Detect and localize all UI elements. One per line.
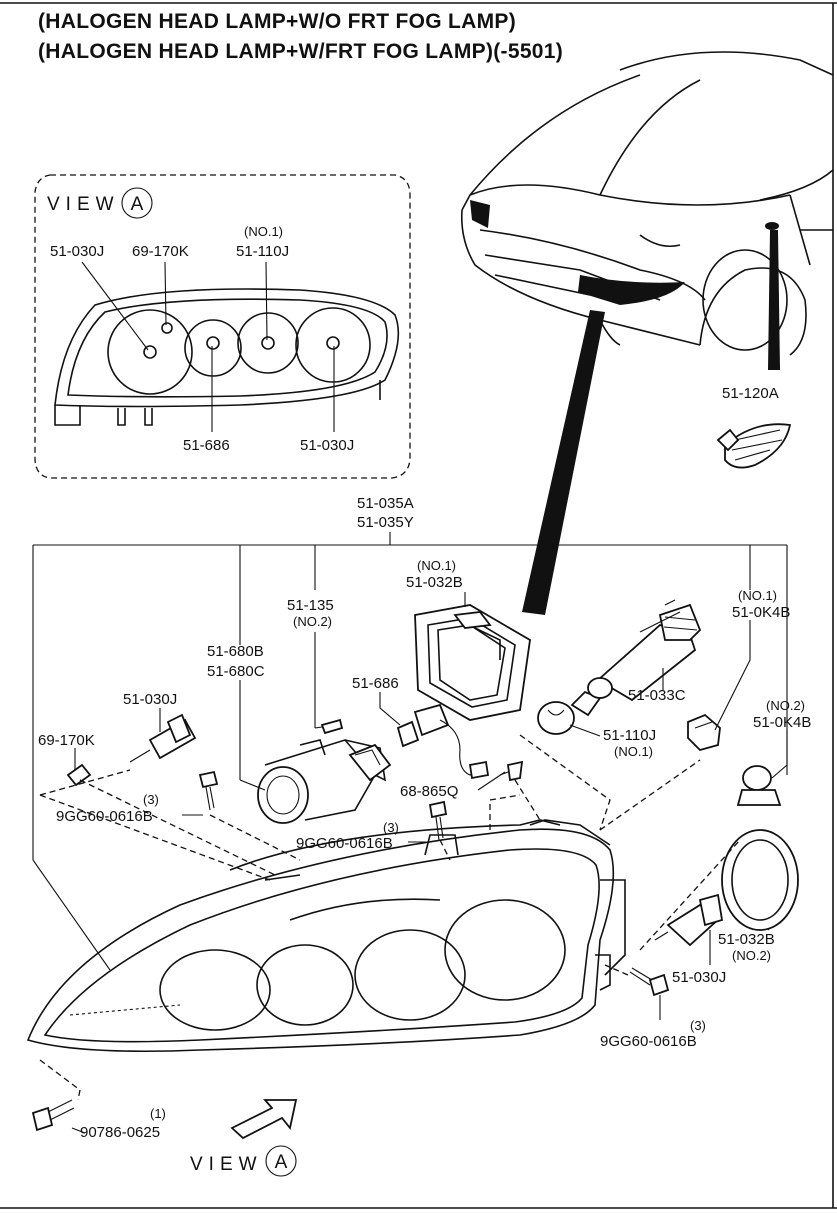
view-a-label-69-170K: 69-170K — [132, 243, 189, 260]
label-qty-c: (3) — [690, 1018, 706, 1033]
bulb-51-110J — [537, 690, 602, 735]
fog-ring-51-032B — [721, 829, 799, 931]
label-51-680B: 51-680B — [207, 643, 264, 660]
screw-51-135 — [314, 718, 344, 735]
view-a-label-51-030J-2: 51-030J — [300, 437, 354, 454]
label-51-135-note: (NO.2) — [293, 614, 332, 629]
view-a-arrow — [230, 1099, 298, 1140]
label-51-0K4B-note-2: (NO.2) — [766, 698, 805, 713]
label-51-035A: 51-035A — [357, 495, 414, 512]
cap-51-0K4B-no2 — [736, 765, 782, 806]
cap-51-0K4B-no1 — [687, 713, 721, 752]
bulb-69-170K — [66, 763, 92, 787]
label-51-0K4B-1: 51-0K4B — [732, 604, 790, 621]
title-line-2: (HALOGEN HEAD LAMP+W/FRT FOG LAMP)(-5501… — [38, 40, 564, 63]
label-qty-b: (3) — [383, 820, 399, 835]
view-a-label-51-686: 51-686 — [183, 437, 230, 454]
label-51-135: 51-135 — [287, 597, 334, 614]
label-51-120A: 51-120A — [722, 385, 779, 402]
label-9GG60-c: 9GG60-0616B — [600, 1033, 697, 1050]
label-51-032B-note: (NO.1) — [417, 558, 456, 573]
label-9GG60-b: 9GG60-0616B — [296, 835, 393, 852]
bolt-90786 — [31, 1099, 75, 1132]
bottom-view-letter: A — [275, 1152, 288, 1173]
assembly-bracket — [32, 532, 788, 971]
left-headlamp-shape — [470, 200, 490, 228]
view-a-word: VIEW — [47, 194, 120, 215]
right-headlamp-shape — [578, 275, 685, 305]
view-a-circle — [121, 187, 153, 219]
label-51-030J-lower: 51-030J — [672, 969, 726, 986]
label-51-033C: 51-033C — [628, 687, 686, 704]
bolt-9GG60-a — [198, 770, 219, 811]
view-a-note-no1: (NO.1) — [244, 224, 283, 239]
clip-68-865Q — [499, 760, 524, 782]
view-a-label-51-110J: 51-110J — [236, 243, 289, 260]
title-line-1: (HALOGEN HEAD LAMP+W/O FRT FOG LAMP) — [38, 10, 517, 33]
side-marker-part — [716, 423, 792, 469]
view-a-label-51-030J: 51-030J — [50, 243, 104, 260]
label-51-035Y: 51-035Y — [357, 514, 414, 531]
main-headlamp-assembly — [26, 819, 626, 1053]
bolt-9GG60-b — [428, 800, 448, 841]
assembly-guide-lines — [39, 734, 741, 1101]
label-51-032B-lower: 51-032B — [718, 931, 775, 948]
label-51-110J: 51-110J — [603, 727, 656, 744]
label-qty-d: (1) — [150, 1106, 166, 1121]
label-51-032B-lower-note: (NO.2) — [732, 948, 771, 963]
label-qty-a: (3) — [143, 792, 159, 807]
label-51-110J-note: (NO.1) — [614, 744, 653, 759]
label-51-686: 51-686 — [352, 675, 399, 692]
label-51-0K4B-note-1: (NO.1) — [738, 588, 777, 603]
bulb-51-030J-lower — [654, 893, 724, 947]
label-51-032B: 51-032B — [406, 574, 463, 591]
bottom-view-word: VIEW — [190, 1154, 263, 1175]
lamp-housing-51-032B — [414, 604, 531, 721]
connector-part — [348, 743, 392, 782]
side-marker-spot — [765, 222, 779, 230]
bottom-view-circle — [265, 1145, 297, 1177]
socket-51-033C — [587, 599, 702, 702]
car-illustration — [460, 51, 834, 615]
label-51-030J-upper: 51-030J — [123, 691, 177, 708]
view-a-letter: A — [131, 194, 144, 215]
label-69-170K: 69-170K — [38, 732, 95, 749]
bulb-51-030J-upper — [129, 713, 197, 763]
label-9GG60-a: 9GG60-0616B — [56, 808, 153, 825]
callout-leaders — [71, 592, 788, 1134]
bolt-9GG60-c — [629, 967, 670, 997]
label-51-680C: 51-680C — [207, 663, 265, 680]
bulb-51-686 — [396, 703, 490, 780]
label-90786-0625: 90786-0625 — [80, 1124, 160, 1141]
view-a-inset: VIEW A — [34, 174, 411, 479]
side-marker-pointer — [768, 230, 780, 370]
headlamp-pointer — [522, 310, 605, 615]
label-68-865Q: 68-865Q — [400, 783, 458, 800]
label-51-0K4B-2: 51-0K4B — [753, 714, 811, 731]
